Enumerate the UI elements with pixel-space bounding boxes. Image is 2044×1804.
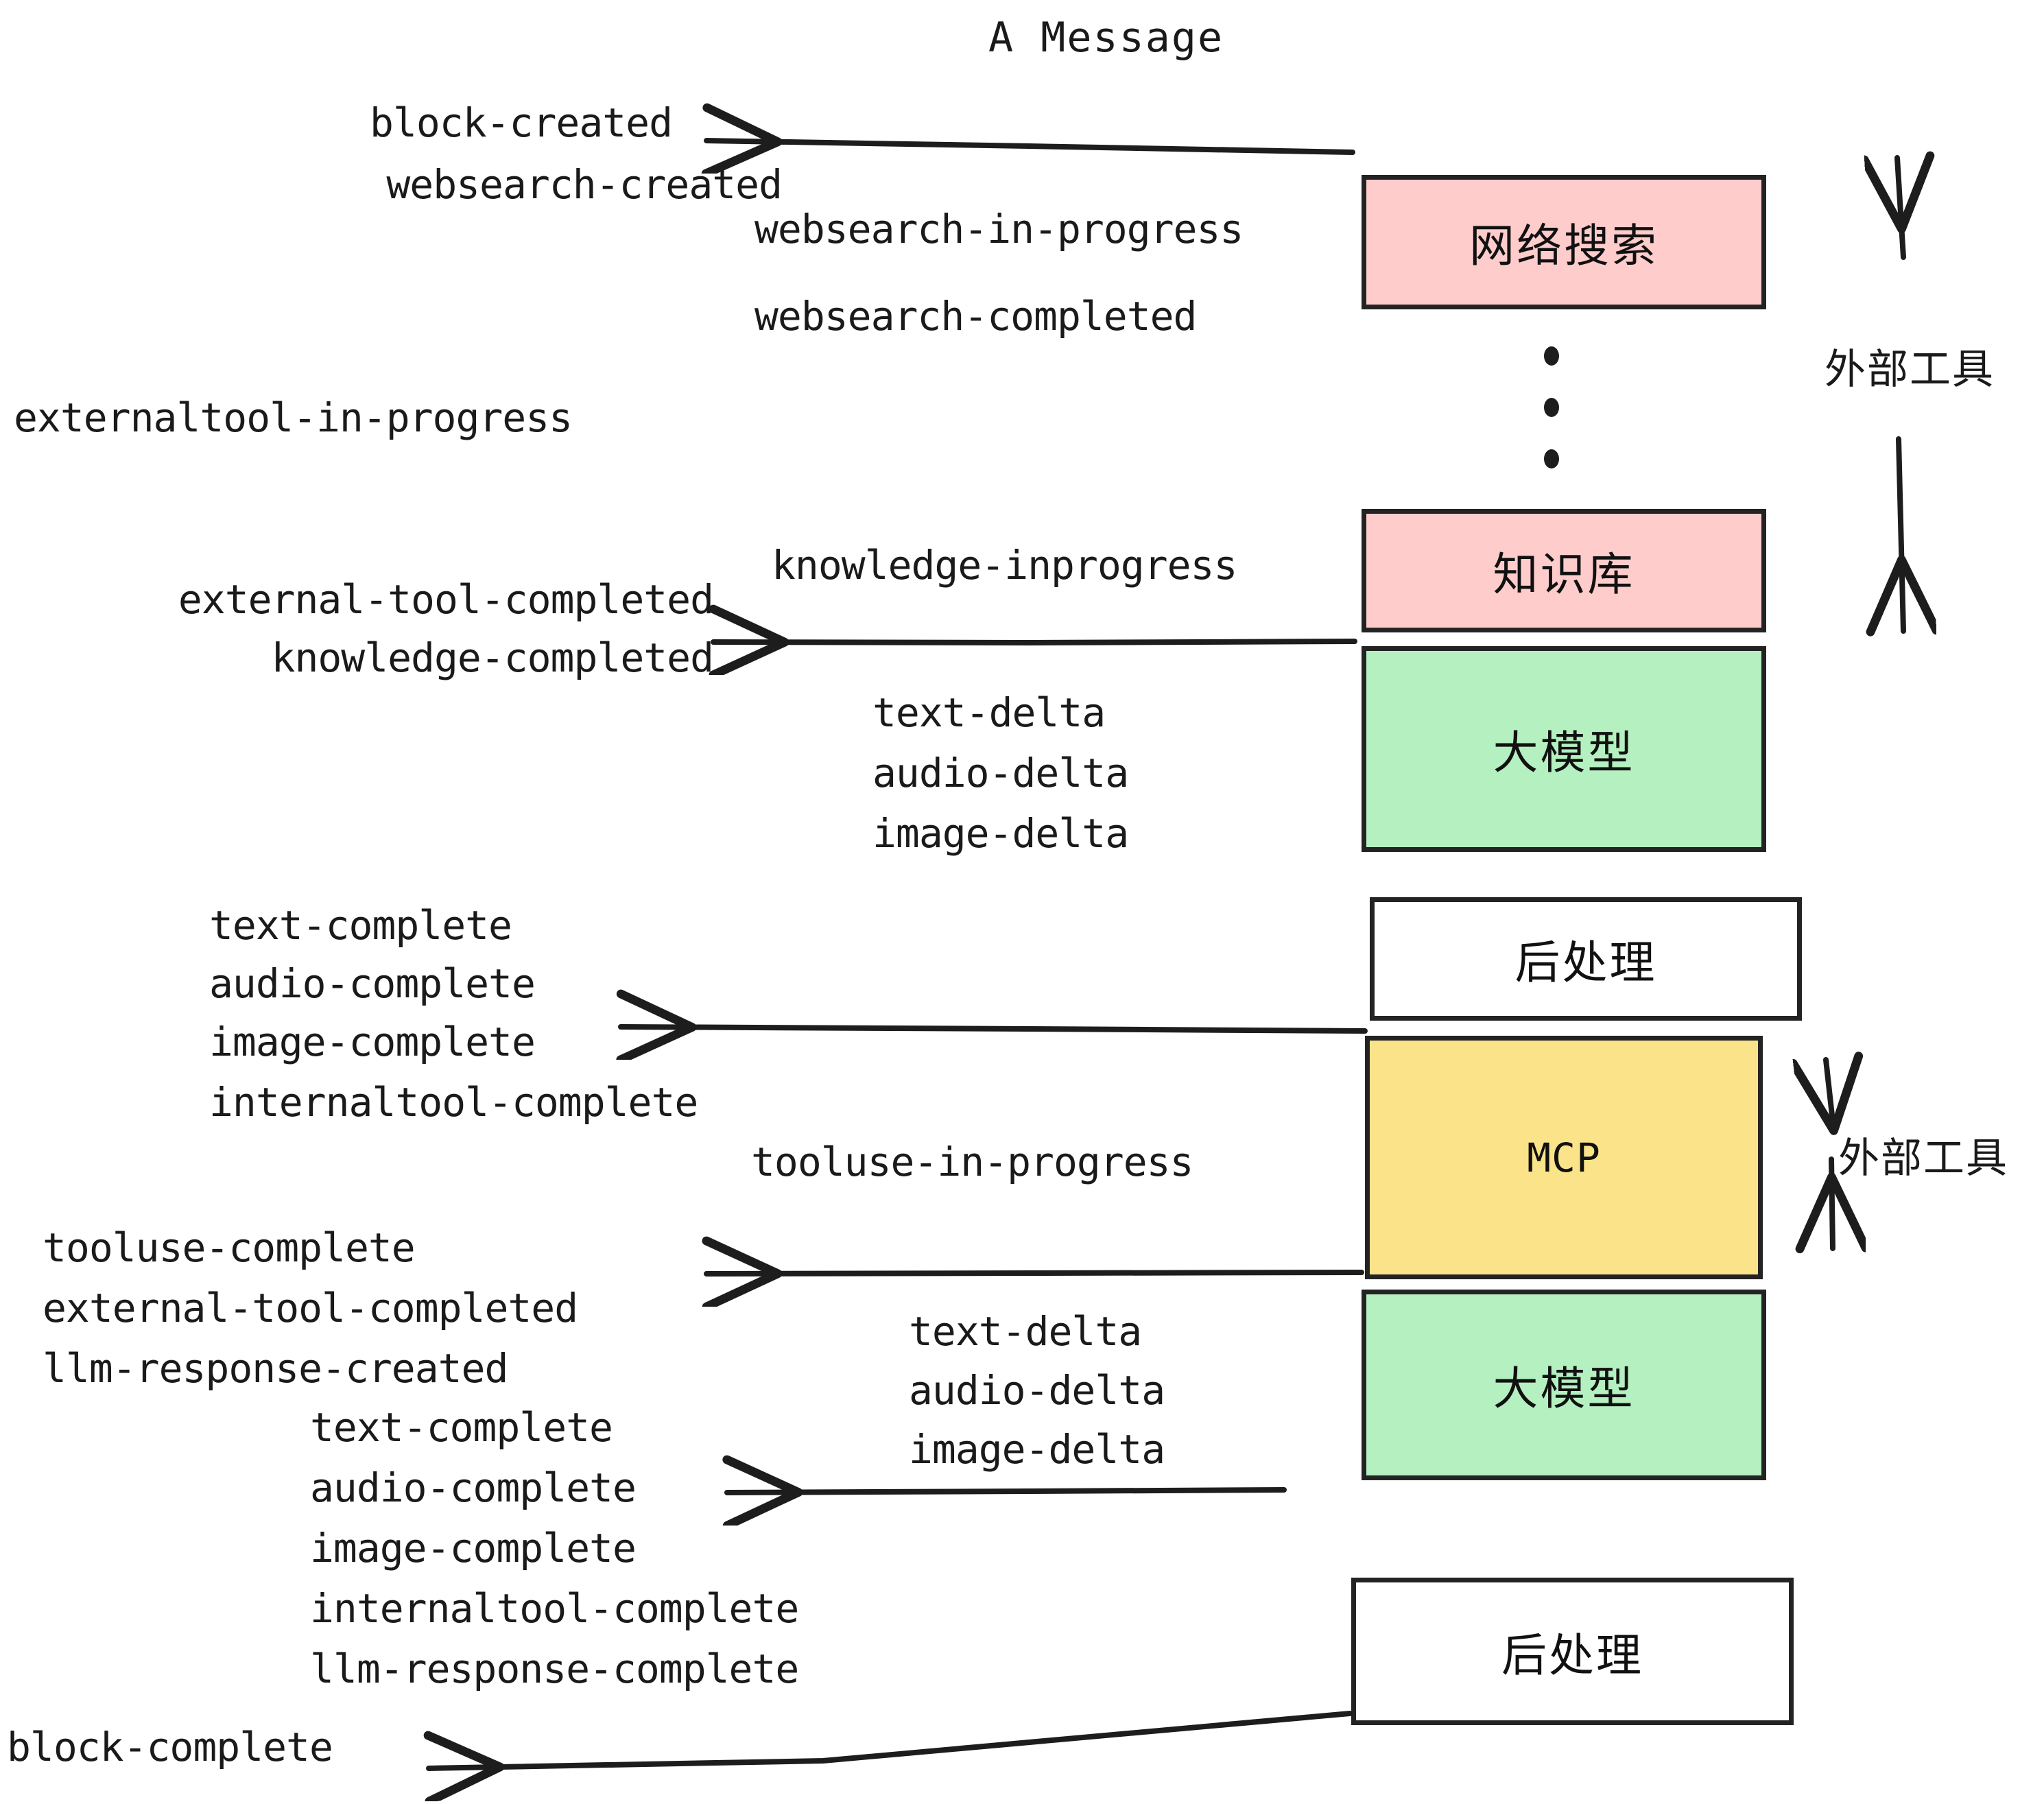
arrow-postprocess-to-image-complete [621, 1027, 1368, 1031]
box-postprocess-upper[interactable]: 后处理 [1370, 897, 1802, 1021]
event-text-complete-1: text-complete [209, 902, 512, 949]
box-websearch[interactable]: 网络搜索 [1362, 175, 1766, 309]
event-knowledge-completed: knowledge-completed [271, 634, 714, 681]
event-websearch-created: websearch-created [386, 161, 783, 208]
event-audio-delta-1: audio-delta [872, 750, 1129, 796]
box-llm-lower[interactable]: 大模型 [1362, 1290, 1766, 1480]
arrow-postprocess-to-block-complete [429, 1711, 1353, 1768]
arrow-external-tool-lower-up [1826, 1060, 1833, 1121]
arrow-knowledge-to-knowledge-completed [713, 641, 1357, 643]
arrow-mcp-to-tooluse-complete [706, 1272, 1364, 1274]
box-knowledge[interactable]: 知识库 [1362, 509, 1766, 632]
arrow-external-tool-lower-down [1831, 1156, 1833, 1248]
event-text-complete-2: text-complete [310, 1404, 613, 1451]
ellipsis-dot [1544, 398, 1559, 417]
box-llm-upper-label: 大模型 [1493, 726, 1635, 779]
box-mcp-label: MCP [1527, 1134, 1601, 1181]
event-image-delta-2: image-delta [909, 1426, 1165, 1473]
box-llm-upper[interactable]: 大模型 [1362, 646, 1766, 852]
page-title: A Message [988, 14, 1224, 62]
side-label-external-tool-upper: 外部工具 [1825, 346, 1995, 394]
event-audio-delta-2: audio-delta [909, 1367, 1165, 1414]
event-external-tool-completed-2: external-tool-completed [43, 1285, 578, 1331]
box-websearch-label: 网络搜索 [1469, 219, 1659, 272]
event-websearch-completed: websearch-completed [754, 293, 1197, 340]
arrow-external-tool-upper-up [1897, 158, 1903, 260]
event-knowledge-inprogress: knowledge-inprogress [772, 542, 1237, 589]
event-text-delta-1: text-delta [872, 689, 1106, 736]
event-image-complete-1: image-complete [209, 1019, 536, 1065]
event-audio-complete-2: audio-complete [310, 1464, 637, 1511]
event-tooluse-in-progress: tooluse-in-progress [751, 1139, 1193, 1185]
event-externaltool-in-progress: externaltool-in-progress [14, 394, 573, 441]
event-internaltool-complete-1: internaltool-complete [209, 1079, 698, 1126]
event-external-tool-completed-1: external-tool-completed [178, 576, 714, 623]
arrow-websearch-to-block-created [706, 141, 1355, 152]
ellipsis-dot [1544, 449, 1559, 468]
box-knowledge-label: 知识库 [1493, 548, 1635, 601]
arrow-external-tool-upper-down [1899, 436, 1903, 631]
box-postprocess-upper-label: 后处理 [1514, 936, 1657, 989]
event-llm-response-complete: llm-response-complete [310, 1646, 799, 1692]
event-text-delta-2: text-delta [909, 1308, 1142, 1355]
event-block-complete: block-complete [7, 1724, 333, 1770]
event-internaltool-complete-2: internaltool-complete [310, 1585, 799, 1632]
event-websearch-in-progress: websearch-in-progress [754, 206, 1244, 252]
event-llm-response-created: llm-response-created [43, 1345, 508, 1392]
arrow-llm-to-audio-complete [727, 1490, 1287, 1493]
event-image-complete-2: image-complete [310, 1525, 637, 1571]
side-label-external-tool-lower: 外部工具 [1838, 1135, 2008, 1183]
box-postprocess-lower[interactable]: 后处理 [1351, 1578, 1794, 1725]
event-audio-complete-1: audio-complete [209, 960, 536, 1007]
event-block-created: block-created [370, 99, 673, 146]
ellipsis-dot [1544, 346, 1559, 366]
event-tooluse-complete: tooluse-complete [43, 1224, 416, 1271]
box-llm-lower-label: 大模型 [1493, 1362, 1635, 1415]
box-postprocess-lower-label: 后处理 [1501, 1628, 1643, 1682]
event-image-delta-1: image-delta [872, 810, 1129, 857]
box-mcp[interactable]: MCP [1365, 1036, 1763, 1279]
